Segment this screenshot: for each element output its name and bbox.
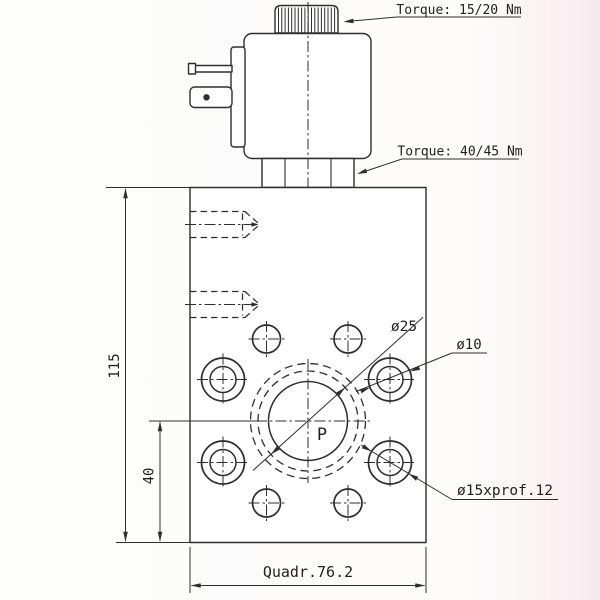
dim-pilot-diameter: ø25 xyxy=(252,316,424,471)
connector-pin-dot xyxy=(203,94,210,101)
torque-coil-nut-callout: Torque: 15/20 Nm xyxy=(343,3,522,24)
torque-cartridge-label: Torque: 40/45 Nm xyxy=(397,145,522,160)
pilot-circle-outer-dashed xyxy=(249,362,367,480)
port-letter: P xyxy=(317,425,327,445)
hidden-side-port-1 xyxy=(185,210,259,239)
torque-coil-nut-label: Torque: 15/20 Nm xyxy=(396,3,521,18)
overall-height-label: 115 xyxy=(107,353,123,378)
port-arrowhead xyxy=(251,222,259,227)
small-hole-top-right xyxy=(330,321,366,357)
counterbore-label: ø15xprof.12 xyxy=(457,483,553,499)
dimensions: Torque: 15/20 Nm Torque: 40/45 Nm 115 40 xyxy=(106,3,558,593)
coil-assembly xyxy=(187,2,372,191)
dim-counterbore: ø15xprof.12 xyxy=(360,444,558,500)
connector-pin-top xyxy=(189,64,233,73)
pilot-diameter-label: ø25 xyxy=(391,319,417,335)
small-hole-bottom-right xyxy=(330,485,366,521)
square-width-label: Quadr.76.2 xyxy=(263,563,353,581)
dim-overall-height: 115 xyxy=(106,187,190,543)
connector-pin-top-cap xyxy=(187,62,197,75)
hidden-side-port-2 xyxy=(185,290,259,319)
valve-block: P xyxy=(185,186,427,544)
port-center-height-label: 40 xyxy=(142,468,158,485)
torque-cartridge-callout: Torque: 40/45 Nm xyxy=(357,145,523,174)
counterbore-hole-bottom-left xyxy=(197,436,249,489)
counterbore-hole-top-left xyxy=(197,353,249,406)
knurl-hatching xyxy=(278,7,336,33)
connector-pin-bottom xyxy=(189,86,233,109)
dim-port-center-height: 40 xyxy=(142,420,256,542)
leader-arrowhead xyxy=(343,18,354,24)
connector-flange xyxy=(230,46,246,148)
counterbore-hole-top-right xyxy=(364,353,416,406)
hole-diameter-label: ø10 xyxy=(456,337,481,353)
dim-hole-diameter: ø10 xyxy=(355,337,487,394)
dim-square-width: Quadr.76.2 xyxy=(189,547,427,593)
small-hole-top-left xyxy=(248,321,285,357)
small-hole-bottom-left xyxy=(248,485,285,521)
knurled-nut xyxy=(274,4,339,34)
leader-arrowhead xyxy=(357,168,368,174)
port-arrowhead xyxy=(251,302,259,307)
